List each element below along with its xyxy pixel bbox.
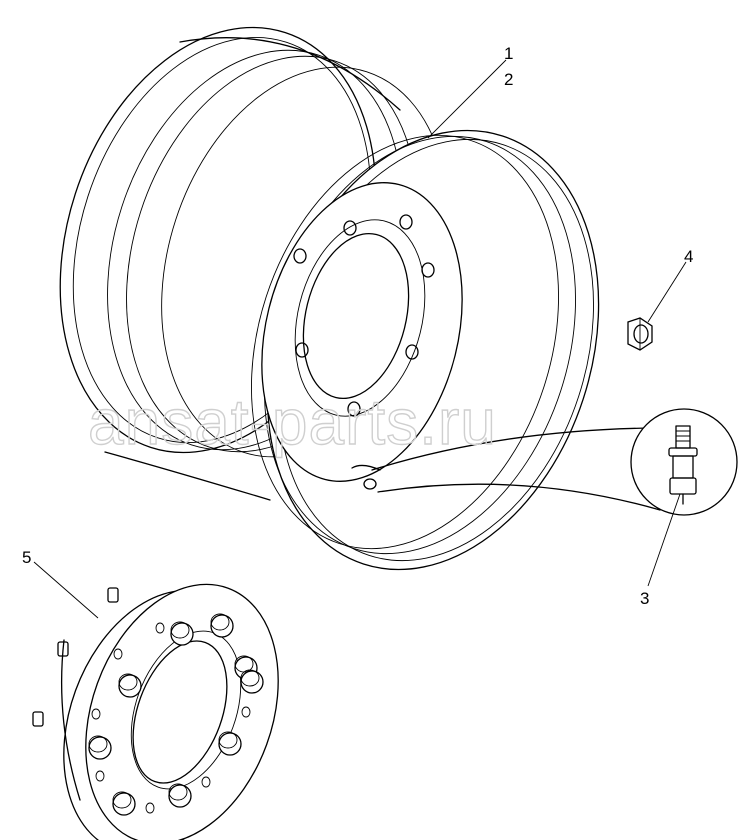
rear-stud xyxy=(57,641,69,657)
bolt-hole xyxy=(399,214,413,230)
stud xyxy=(88,735,112,760)
rim-bottom-line xyxy=(104,451,271,501)
hub-spacer xyxy=(32,583,279,840)
valve-detail-circle xyxy=(630,408,738,516)
valve-detail xyxy=(371,408,738,516)
bolt-hole xyxy=(405,344,419,360)
rear-stud xyxy=(32,711,44,727)
leader-4 xyxy=(647,261,687,323)
leader-3 xyxy=(647,493,681,587)
spacer-hole xyxy=(241,706,251,718)
stud xyxy=(218,731,242,756)
spacer-hole xyxy=(95,770,105,782)
valve-thread xyxy=(676,430,690,442)
callout-5: 5 xyxy=(22,548,31,567)
hub-hole-outer xyxy=(294,219,426,417)
stud xyxy=(170,621,194,646)
spacer-center-hole xyxy=(132,640,228,784)
wheel-nut xyxy=(627,317,653,351)
nut-bore xyxy=(633,324,649,344)
rim-top-line xyxy=(179,37,401,111)
callout-2: 2 xyxy=(504,70,513,89)
spacer-hole xyxy=(201,776,211,788)
stud xyxy=(240,669,264,694)
spacer-hole xyxy=(91,708,101,720)
spacer-side xyxy=(61,639,81,801)
detail-leader-top xyxy=(371,427,653,471)
leader-1-2 xyxy=(427,59,507,139)
stud xyxy=(118,673,142,698)
bolt-hole xyxy=(293,248,307,264)
stud xyxy=(112,791,136,816)
stud xyxy=(168,783,192,808)
wheel-disc xyxy=(261,182,463,482)
rim-front-groove-b xyxy=(251,134,559,550)
leader-5 xyxy=(33,561,99,619)
spacer-hole xyxy=(113,648,123,660)
bolt-hole xyxy=(343,220,357,236)
spacer-hole xyxy=(155,622,165,634)
bolt-hole xyxy=(347,401,361,417)
watermark: ansat-parts.ru xyxy=(88,386,497,458)
hub-hole xyxy=(302,232,410,400)
callout-3: 3 xyxy=(640,589,649,608)
rear-stud xyxy=(107,587,119,603)
wheel-rim xyxy=(59,26,600,571)
callout-4: 4 xyxy=(684,247,693,266)
stud xyxy=(210,613,234,638)
valve-hole xyxy=(363,478,377,490)
bolt-hole xyxy=(295,342,309,358)
spacer-hole xyxy=(145,802,155,814)
detail-leader-bottom xyxy=(377,483,661,511)
bolt-hole xyxy=(421,262,435,278)
callout-1: 1 xyxy=(504,44,513,63)
